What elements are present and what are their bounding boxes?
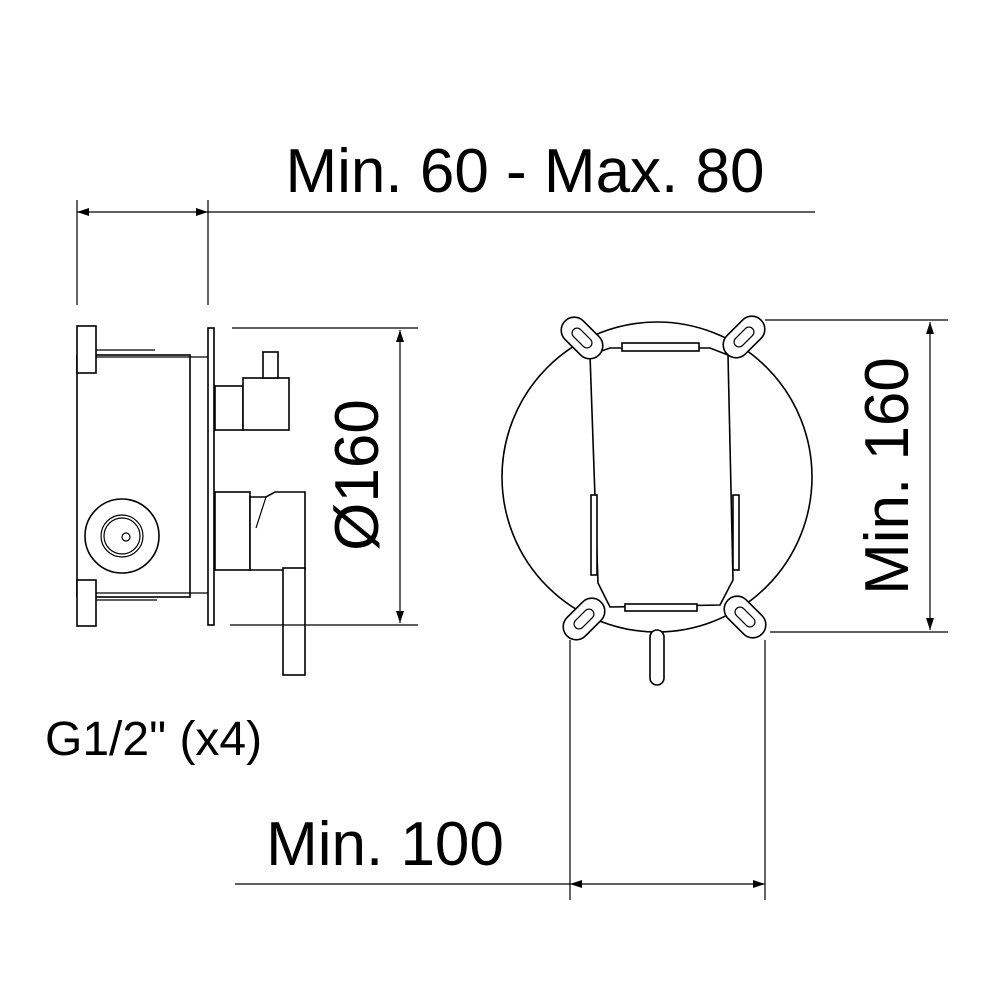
- height-label: Min. 160: [853, 357, 922, 595]
- depth-label: Min. 60 - Max. 80: [286, 137, 765, 206]
- diameter-dimension: Ø160: [230, 327, 418, 626]
- depth-dimension: Min. 60 - Max. 80: [76, 137, 815, 305]
- width-label: Min. 100: [266, 810, 504, 879]
- connections-label: G1/2" (x4): [45, 713, 262, 766]
- mounting-ears: [560, 315, 767, 641]
- mounting-box: [589, 347, 734, 608]
- mixer-handle: [249, 491, 306, 571]
- width-dimension: Min. 100: [235, 640, 766, 900]
- height-dimension: Min. 160: [765, 319, 948, 633]
- diverter-knob: [242, 377, 290, 431]
- front-view: [501, 315, 813, 686]
- side-view: [76, 325, 306, 676]
- diameter-label: Ø160: [323, 399, 392, 551]
